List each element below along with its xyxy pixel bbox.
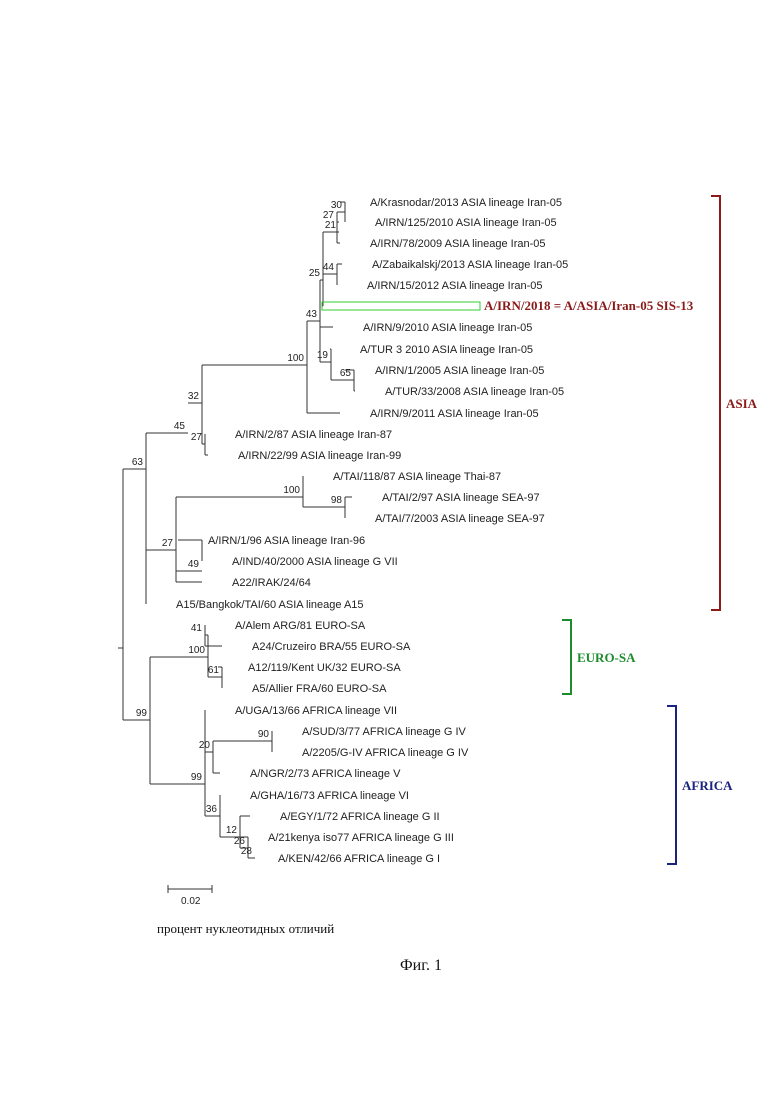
- leaf-label: A/TAI/7/2003 ASIA lineage SEA-97: [375, 513, 545, 525]
- bootstrap-value: 27: [323, 210, 335, 221]
- bootstrap-value: 30: [331, 200, 343, 211]
- group-bracket: [562, 620, 571, 694]
- leaf-label: A/SUD/3/77 AFRICA lineage G IV: [302, 726, 467, 738]
- group-label: AFRICA: [682, 778, 733, 793]
- leaf-label: A/IRN/15/2012 ASIA lineage Iran-05: [367, 280, 543, 292]
- leaf-label: A15/Bangkok/TAI/60 ASIA lineage A15: [176, 599, 364, 611]
- group-label: EURO-SA: [577, 650, 636, 665]
- highlighted-leaf-label: A/IRN/2018 = A/ASIA/Iran-05 SIS-13: [484, 298, 694, 313]
- leaf-label: A/Krasnodar/2013 ASIA lineage Iran-05: [370, 197, 562, 209]
- scale-caption: процент нуклеотидных отличий: [157, 921, 334, 937]
- leaf-label: A/2205/G-IV AFRICA lineage G IV: [302, 747, 469, 759]
- leaf-label: A/GHA/16/73 AFRICA lineage VI: [250, 790, 409, 802]
- bootstrap-value: 25: [309, 268, 321, 279]
- bootstrap-value: 100: [188, 645, 205, 656]
- leaf-label: A/TUR/33/2008 ASIA lineage Iran-05: [385, 386, 564, 398]
- bootstrap-value: 41: [191, 623, 203, 634]
- bootstrap-value: 100: [283, 485, 300, 496]
- tree-branches: [118, 202, 480, 858]
- leaf-label: A/IRN/9/2010 ASIA lineage Iran-05: [363, 322, 532, 334]
- bootstrap-value: 21: [325, 220, 337, 231]
- bootstrap-value: 27: [162, 538, 174, 549]
- bootstrap-value: 32: [188, 391, 200, 402]
- bootstrap-value: 99: [191, 772, 203, 783]
- leaf-label: A/IRN/1/96 ASIA lineage Iran-96: [208, 535, 365, 547]
- bootstrap-value: 44: [323, 262, 335, 273]
- scale-bar-label: 0.02: [181, 896, 201, 907]
- bootstrap-value: 12: [226, 825, 238, 836]
- scale-bar: 0.02: [168, 885, 212, 907]
- leaf-label: A/IND/40/2000 ASIA lineage G VII: [232, 556, 398, 568]
- bootstrap-value: 63: [132, 457, 144, 468]
- leaf-label: A/KEN/42/66 AFRICA lineage G I: [278, 853, 440, 865]
- leaf-label: A22/IRAK/24/64: [232, 577, 311, 589]
- leaf-label: A/NGR/2/73 AFRICA lineage V: [250, 768, 401, 780]
- bootstrap-value: 20: [199, 740, 211, 751]
- highlight-box: [322, 302, 480, 310]
- bootstrap-value: 36: [206, 804, 218, 815]
- bootstrap-value: 98: [331, 495, 343, 506]
- leaf-labels: A/Krasnodar/2013 ASIA lineage Iran-05A/I…: [176, 197, 694, 865]
- group-bracket: [667, 706, 676, 864]
- leaf-label: A/TAI/118/87 ASIA lineage Thai-87: [333, 471, 501, 483]
- leaf-label: A5/Allier FRA/60 EURO-SA: [252, 683, 387, 695]
- figure-label: Фиг. 1: [400, 957, 442, 975]
- bootstrap-value: 49: [188, 559, 200, 570]
- leaf-label: A/IRN/1/2005 ASIA lineage Iran-05: [375, 365, 544, 377]
- bootstrap-value: 45: [174, 421, 186, 432]
- leaf-label: A/IRN/78/2009 ASIA lineage Iran-05: [370, 238, 546, 250]
- leaf-label: A/IRN/22/99 ASIA lineage Iran-99: [238, 450, 401, 462]
- leaf-label: A/IRN/2/87 ASIA lineage Iran-87: [235, 429, 392, 441]
- leaf-label: A/TUR 3 2010 ASIA lineage Iran-05: [360, 344, 533, 356]
- bootstrap-value: 90: [258, 729, 270, 740]
- leaf-label: A/TAI/2/97 ASIA lineage SEA-97: [382, 492, 540, 504]
- bootstrap-value: 43: [306, 309, 318, 320]
- leaf-label: A/Alem ARG/81 EURO-SA: [235, 620, 366, 632]
- bootstrap-value: 61: [208, 665, 220, 676]
- bootstrap-value: 99: [136, 708, 148, 719]
- bootstrap-value: 27: [191, 432, 203, 443]
- leaf-label: A/21kenya iso77 AFRICA lineage G III: [268, 832, 454, 844]
- leaf-label: A12/119/Kent UK/32 EURO-SA: [248, 662, 401, 674]
- leaf-label: A/IRN/9/2011 ASIA lineage Iran-05: [370, 408, 539, 420]
- bootstrap-value: 28: [241, 846, 253, 857]
- group-bracket: [711, 196, 720, 610]
- bootstrap-value: 100: [287, 353, 304, 364]
- leaf-label: A/Zabaikalskj/2013 ASIA lineage Iran-05: [372, 259, 568, 271]
- leaf-label: A24/Cruzeiro BRA/55 EURO-SA: [252, 641, 411, 653]
- leaf-label: A/IRN/125/2010 ASIA lineage Iran-05: [375, 217, 557, 229]
- group-label: ASIA: [726, 396, 758, 411]
- bootstrap-value: 65: [340, 368, 352, 379]
- bootstrap-value: 19: [317, 350, 329, 361]
- group-brackets: ASIA EURO-SA AFRICA: [562, 196, 758, 864]
- leaf-label: A/UGA/13/66 AFRICA lineage VII: [235, 705, 397, 717]
- leaf-label: A/EGY/1/72 AFRICA lineage G II: [280, 811, 440, 823]
